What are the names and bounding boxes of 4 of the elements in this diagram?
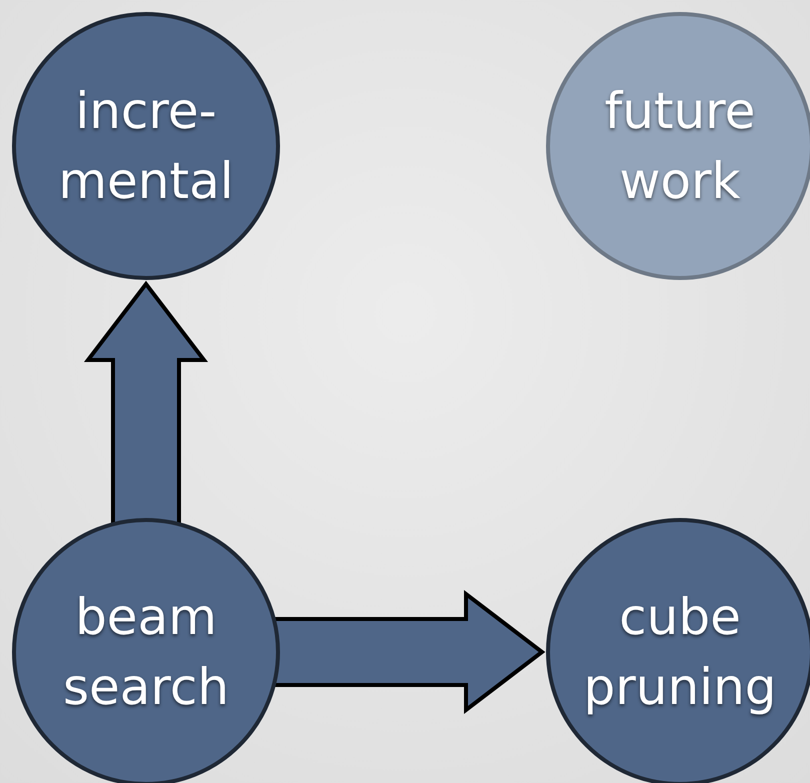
node-label: future work bbox=[604, 81, 756, 212]
node-label: cube pruning bbox=[582, 587, 778, 718]
node-label: incre- mental bbox=[57, 81, 235, 212]
node-label: beam search bbox=[62, 587, 230, 718]
